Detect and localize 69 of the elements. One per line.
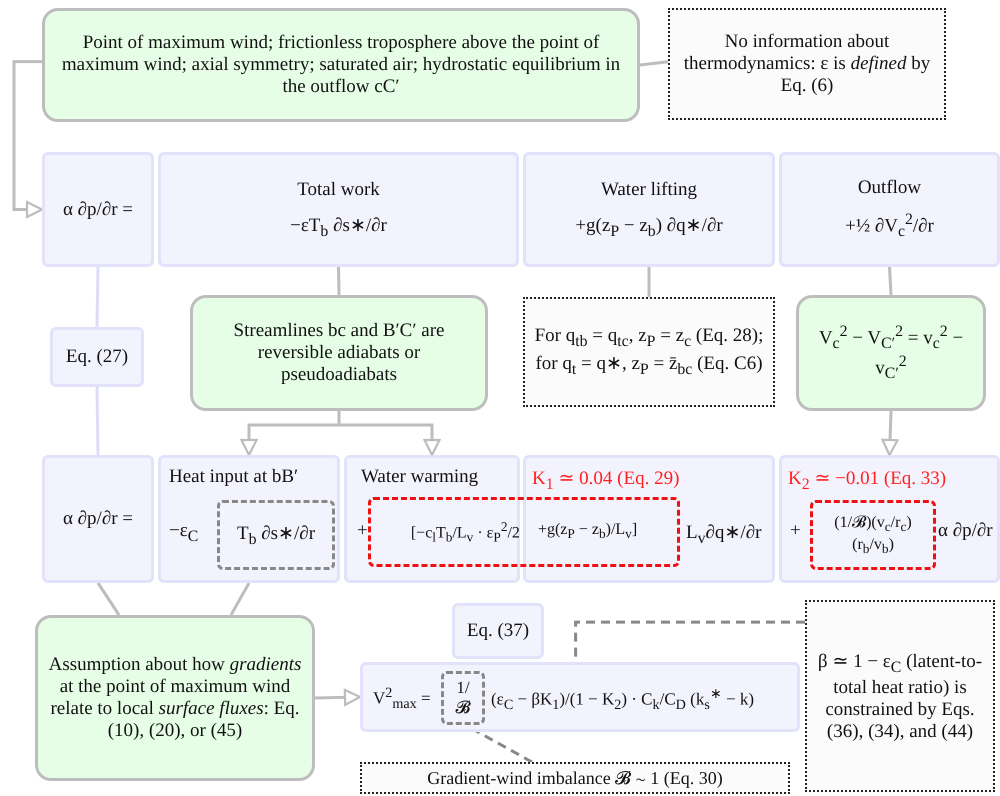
equation-box	[42, 455, 154, 583]
box-text: Point of maximum wind; frictionless troposphere above the point of maximum wind; axial symmetry; saturated air; hydrostatic equilibrium in the outflow cC′	[60, 32, 622, 98]
connector-line	[337, 266, 340, 296]
equation-box	[50, 327, 144, 387]
equation-text: −εT$_{b}$ ∂s∗/∂r	[290, 214, 387, 240]
arrow	[12, 60, 44, 218]
assumption-box	[35, 615, 315, 781]
box-heading: Total work	[297, 178, 380, 201]
box-text: Assumption about how gradients at the point of maximum wind relate to local surface fluxes: Eq. (10), (20), or (45)	[48, 654, 302, 742]
box-heading: Water lifting	[600, 178, 698, 201]
box-text: β ≃ 1 − ε$_{C}$ (latent-to-total heat ratio) is constrained by Eqs. (36), (34), and (44)	[816, 650, 984, 743]
equation-box	[158, 152, 519, 267]
box-text: Gradient-wind imbalance 𝓑 ∼ 1 (Eq. 30)	[427, 768, 723, 788]
box-heading: Outflow	[858, 177, 922, 200]
equation-text: T$_{b}$ ∂s∗/∂r	[236, 522, 316, 549]
connector-line	[230, 582, 250, 616]
assumption-box	[190, 295, 488, 411]
highlight-box	[810, 500, 936, 570]
equation-text: (1/𝓑)(v$_{c}$/r$_{c}$)(r$_{b}$/v$_{b}$)	[833, 513, 913, 557]
equation-text: −ε$_{C}$	[169, 520, 198, 546]
connector-line	[648, 267, 650, 297]
note-box	[805, 600, 995, 792]
box-heading: Water warming	[361, 466, 478, 488]
connector-line	[640, 60, 668, 66]
box-heading: Heat input at bB′	[169, 466, 298, 488]
box-text: Streamlines bc and B′C′ are reversible adiabats or pseudoadiabats	[232, 320, 446, 386]
equation-text: (ε$_{C}$ − βK$_{1}$)/(1 − K$_{2}$) · C$_{k}$/C$_{D}$ (k$_{s}$$^{∗}$ − k)	[491, 685, 754, 714]
equation-text: [−c$_{l}$T$_{b}$/L$_{v}$ · ε$_{P}$$^{2}$/2	[410, 518, 520, 546]
equation-box	[344, 455, 520, 583]
equation-label: K$_{1}$ ≃ 0.04 (Eq. 29)	[532, 467, 680, 494]
equation-box	[523, 152, 775, 267]
box-text: For q$_{tb}$ = q$_{tc}$, z$_{P}$ = z$_{c}$ (Eq. 28); for q$_{t}$ = q∗, z$_{P}$ = z̄$_{bc}$ (Eq. C6)	[534, 325, 764, 379]
equation-box	[779, 455, 1000, 583]
equation-text: 1/𝓑	[454, 678, 472, 718]
equation-box	[779, 152, 1000, 267]
equation-label: K$_{2}$ ≃ −0.01 (Eq. 33)	[788, 467, 946, 494]
equation-box	[523, 455, 775, 583]
equation-text: Eq. (27)	[66, 346, 128, 368]
equation-text: L$_{v}$∂q∗/∂r	[686, 521, 762, 548]
equation-box	[360, 662, 800, 732]
equation-text: α ∂p/∂r =	[62, 508, 134, 530]
arrow	[314, 688, 362, 706]
equation-text: +½ ∂V$_{c}$$^{2}$/∂r	[845, 211, 934, 242]
connector-line	[96, 266, 100, 328]
equation-text: +g(z$_{P}$ − z$_{b}$) ∂q∗/∂r	[575, 214, 723, 240]
arrow	[338, 411, 441, 456]
equation-text: α ∂p/∂r =	[62, 198, 134, 220]
box-text: No information about thermodynamics: ε is defined by Eq. (6)	[682, 31, 932, 97]
note-box	[360, 762, 790, 794]
connector-line	[96, 386, 100, 456]
arrow	[881, 410, 899, 456]
highlight-box	[441, 671, 485, 725]
note-box	[523, 297, 775, 407]
connector-line	[96, 582, 120, 616]
equation-text: +	[357, 520, 368, 542]
highlight-box	[368, 497, 680, 567]
assumption-box	[42, 8, 640, 122]
equation-text: Eq. (37)	[466, 620, 530, 642]
equation-box	[42, 152, 154, 267]
equation-box	[158, 455, 340, 583]
equation-text: +g(z$_{P}$ − z$_{b}$)/L$_{v}$]	[538, 521, 638, 543]
equation-text: +	[790, 520, 801, 542]
equation-box	[452, 603, 544, 659]
assumption-box	[796, 295, 986, 411]
connector-line	[888, 266, 892, 296]
box-heading: V$^{2}$$_{max}$ =	[373, 685, 431, 714]
note-box	[668, 8, 946, 120]
highlight-box	[217, 500, 335, 570]
equation-text: α ∂p/∂r	[938, 520, 993, 542]
